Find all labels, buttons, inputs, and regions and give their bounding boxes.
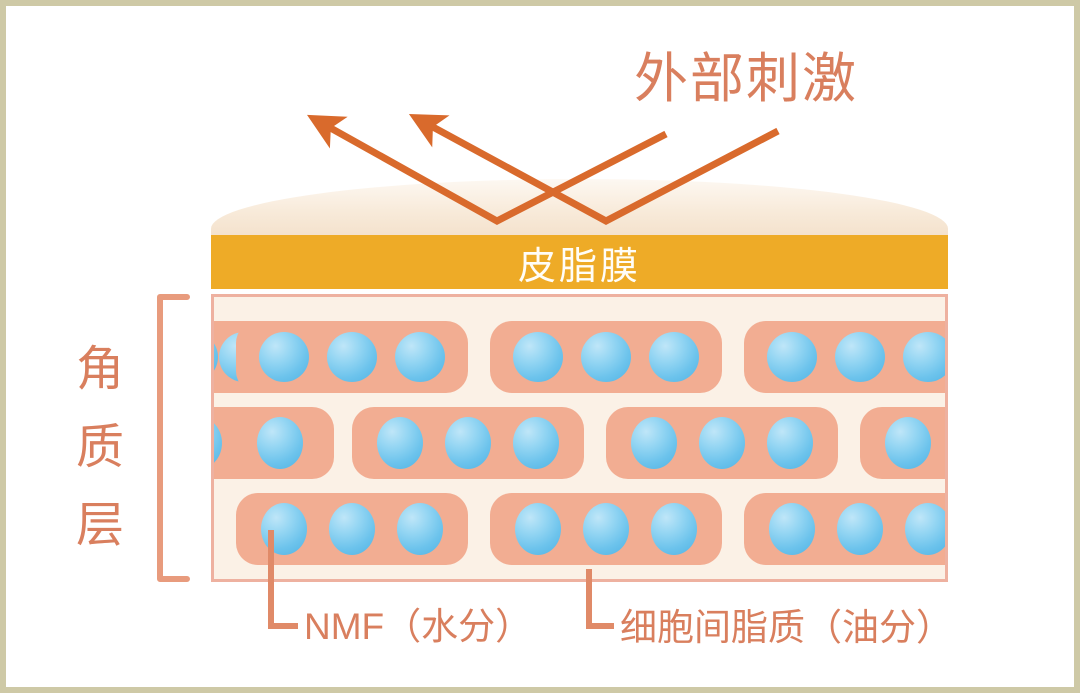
nmf-sphere — [767, 417, 813, 469]
nmf-sphere — [837, 503, 883, 555]
nmf-sphere — [885, 417, 931, 469]
nmf-sphere — [445, 417, 491, 469]
nmf-sphere — [651, 503, 697, 555]
nmf-sphere — [905, 503, 945, 555]
nmf-sphere — [767, 332, 817, 382]
diagram-canvas: 皮脂膜 外部刺激 — [6, 6, 1074, 687]
nmf-sphere — [649, 332, 699, 382]
cell-row-top — [214, 321, 945, 393]
nmf-sphere — [769, 503, 815, 555]
nmf-sphere — [214, 332, 219, 382]
nmf-sphere — [329, 503, 375, 555]
cell-row-middle — [214, 407, 945, 479]
lipid-callout-label: 细胞间脂质（油分） — [620, 607, 953, 648]
corneocyte-cell — [860, 407, 945, 479]
corneocyte-cell — [744, 321, 945, 393]
sebum-film-band — [211, 235, 948, 289]
corneocyte-cell — [490, 321, 722, 393]
corneocyte-cell — [214, 407, 334, 479]
nmf-sphere — [903, 332, 945, 382]
nmf-sphere — [583, 503, 629, 555]
cell-row-bottom — [214, 493, 945, 565]
stratum-corneum-box — [211, 294, 948, 582]
nmf-sphere — [261, 503, 307, 555]
corneocyte-cell — [352, 407, 584, 479]
sebum-film-label: 皮脂膜 — [517, 245, 641, 288]
nmf-sphere — [513, 417, 559, 469]
nmf-sphere — [397, 503, 443, 555]
stratum-corneum-char-2: 质 — [75, 421, 124, 474]
nmf-sphere — [395, 332, 445, 382]
nmf-sphere — [513, 332, 563, 382]
nmf-sphere — [631, 417, 677, 469]
stratum-corneum-char-3: 层 — [75, 499, 124, 552]
nmf-sphere — [835, 332, 885, 382]
corneocyte-cell — [606, 407, 838, 479]
nmf-sphere — [259, 332, 309, 382]
nmf-sphere — [327, 332, 377, 382]
nmf-sphere — [699, 417, 745, 469]
stratum-corneum-bracket — [157, 294, 190, 582]
stratum-corneum-label: 角 质 层 — [64, 331, 136, 565]
page-title: 外部刺激 — [634, 49, 858, 109]
nmf-callout-label: NMF（水分） — [304, 606, 533, 647]
stratum-corneum-char-1: 角 — [75, 343, 124, 396]
corneocyte-cell — [744, 493, 945, 565]
nmf-sphere — [377, 417, 423, 469]
corneocyte-cell — [490, 493, 722, 565]
corneocyte-cell — [236, 493, 468, 565]
skin-surface-dome — [211, 179, 948, 235]
nmf-sphere — [256, 417, 303, 469]
nmf-sphere — [515, 503, 561, 555]
corneocyte-cell — [236, 321, 468, 393]
nmf-sphere — [214, 417, 222, 469]
nmf-sphere — [581, 332, 631, 382]
